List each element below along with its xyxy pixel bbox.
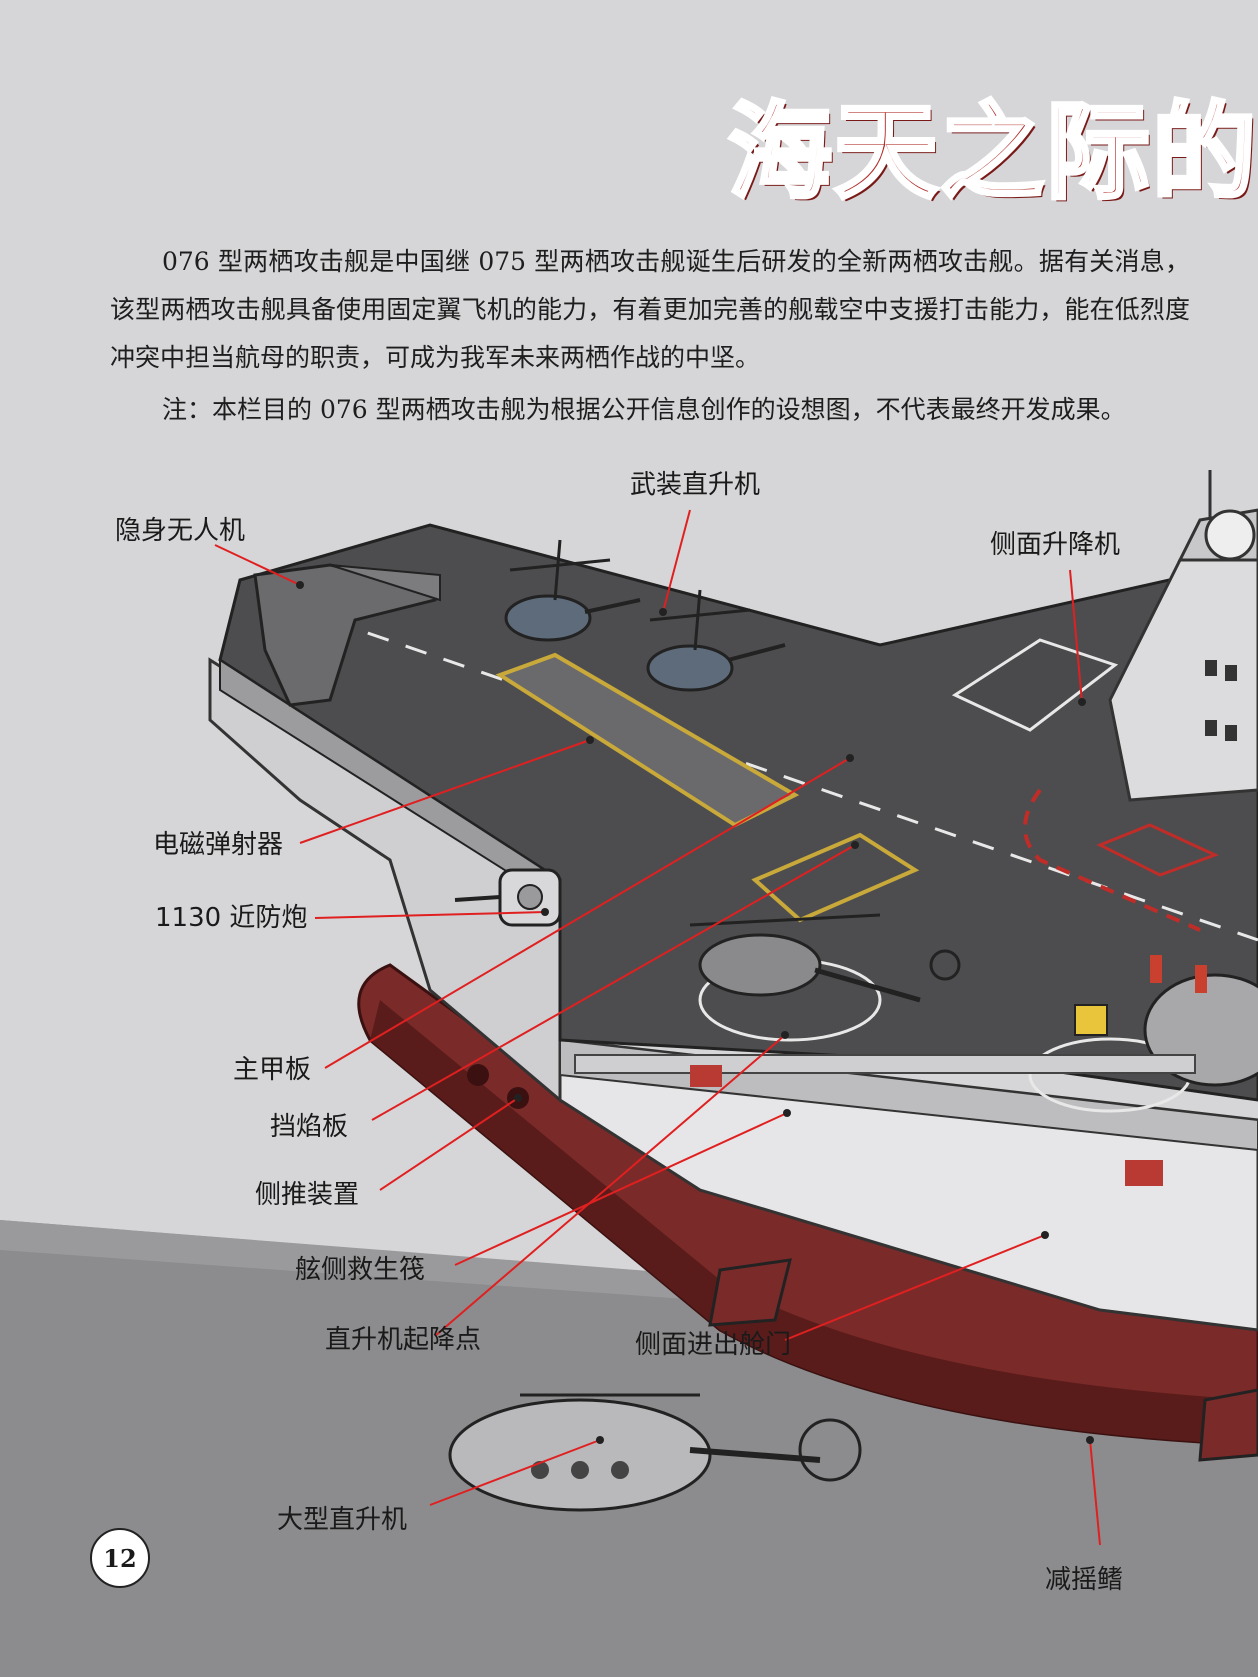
callout-blast-deflector: 挡焰板 [270,1112,349,1142]
line-stealth-drone [214,544,301,586]
callout-side-hatch: 侧面进出舱门 [635,1330,792,1360]
note-paragraph: 注：本栏目的 076 型两栖攻击舰为根据公开信息创作的设想图，不代表最终开发成果… [162,395,1126,424]
crew-member-1 [1150,955,1162,983]
liferaft-red-box-2 [1125,1160,1163,1186]
page-title: 海天之际的 [726,88,1258,215]
island-window-3 [1205,720,1217,736]
page-number: 12 [90,1528,150,1588]
line-ciws [314,911,546,919]
callout-liferaft: 舷侧救生筏 [295,1255,426,1285]
stabilizer-fin-1 [708,1258,792,1327]
callout-side-elevator: 侧面升降机 [990,530,1121,560]
island-window-2 [1225,665,1237,681]
callout-large-helicopter: 大型直升机 [277,1505,408,1535]
callout-ciws: 1130 近防炮 [155,903,308,933]
line-side-hatch [784,1234,1046,1341]
callout-dots [296,581,1094,1444]
island-base [1108,538,1258,802]
crew-member-2 [1195,965,1207,993]
armed-helicopter-2 [646,589,786,692]
callout-em-catapult: 电磁弹射器 [153,830,284,860]
stabilizer-fin-2 [1198,1388,1258,1462]
side-elevator-platform [951,638,1119,732]
line-side-elevator [1069,569,1083,703]
intro-paragraph: 076 型两栖攻击舰是中国继 075 型两栖攻击舰诞生后研发的全新两栖攻击舰。据… [110,247,1190,372]
callout-lines [214,509,1101,1546]
line-blast-deflector [371,844,856,1121]
callout-side-thruster: 侧推装置 [255,1180,360,1210]
deck-helicopter [689,913,961,1003]
blast-deflector-marking [751,832,920,923]
callout-main-deck: 主甲板 [233,1055,312,1085]
stealth-drone-tail [329,564,441,602]
liferaft-red-box-1 [690,1065,722,1087]
liferaft-row [574,1054,1196,1074]
callout-stabilizer-fin: 减摇鳍 [1045,1565,1124,1595]
line-helipad [434,1034,786,1337]
line-side-thruster [379,1097,519,1191]
line-large-helicopter [429,1439,601,1506]
island-window-4 [1225,725,1237,741]
intro-text: 076 型两栖攻击舰是中国继 075 型两栖攻击舰诞生后研发的全新两栖攻击舰。据… [110,238,1190,438]
armed-helicopter-1 [504,539,641,642]
deck-red-marking [1023,788,1201,932]
line-liferaft [454,1112,788,1266]
hull-bottom-shade [370,1000,1258,1445]
island-radome [1204,509,1256,561]
deck-red-box [1096,823,1219,877]
sea-highlight [0,1220,700,1300]
em-catapult-tray [495,652,800,828]
large-helicopter [448,1393,862,1512]
line-stabilizer-fin [1089,1439,1101,1546]
line-em-catapult [299,739,591,844]
deck-cart [1074,1004,1108,1036]
line-armed-helicopter [662,509,691,613]
island-window-1 [1205,660,1217,676]
line-main-deck [324,757,851,1069]
callout-stealth-drone: 隐身无人机 [115,516,246,546]
side-thruster-1 [467,1064,489,1086]
callout-armed-helicopter: 武装直升机 [630,470,761,500]
callout-helipad: 直升机起降点 [325,1325,482,1355]
